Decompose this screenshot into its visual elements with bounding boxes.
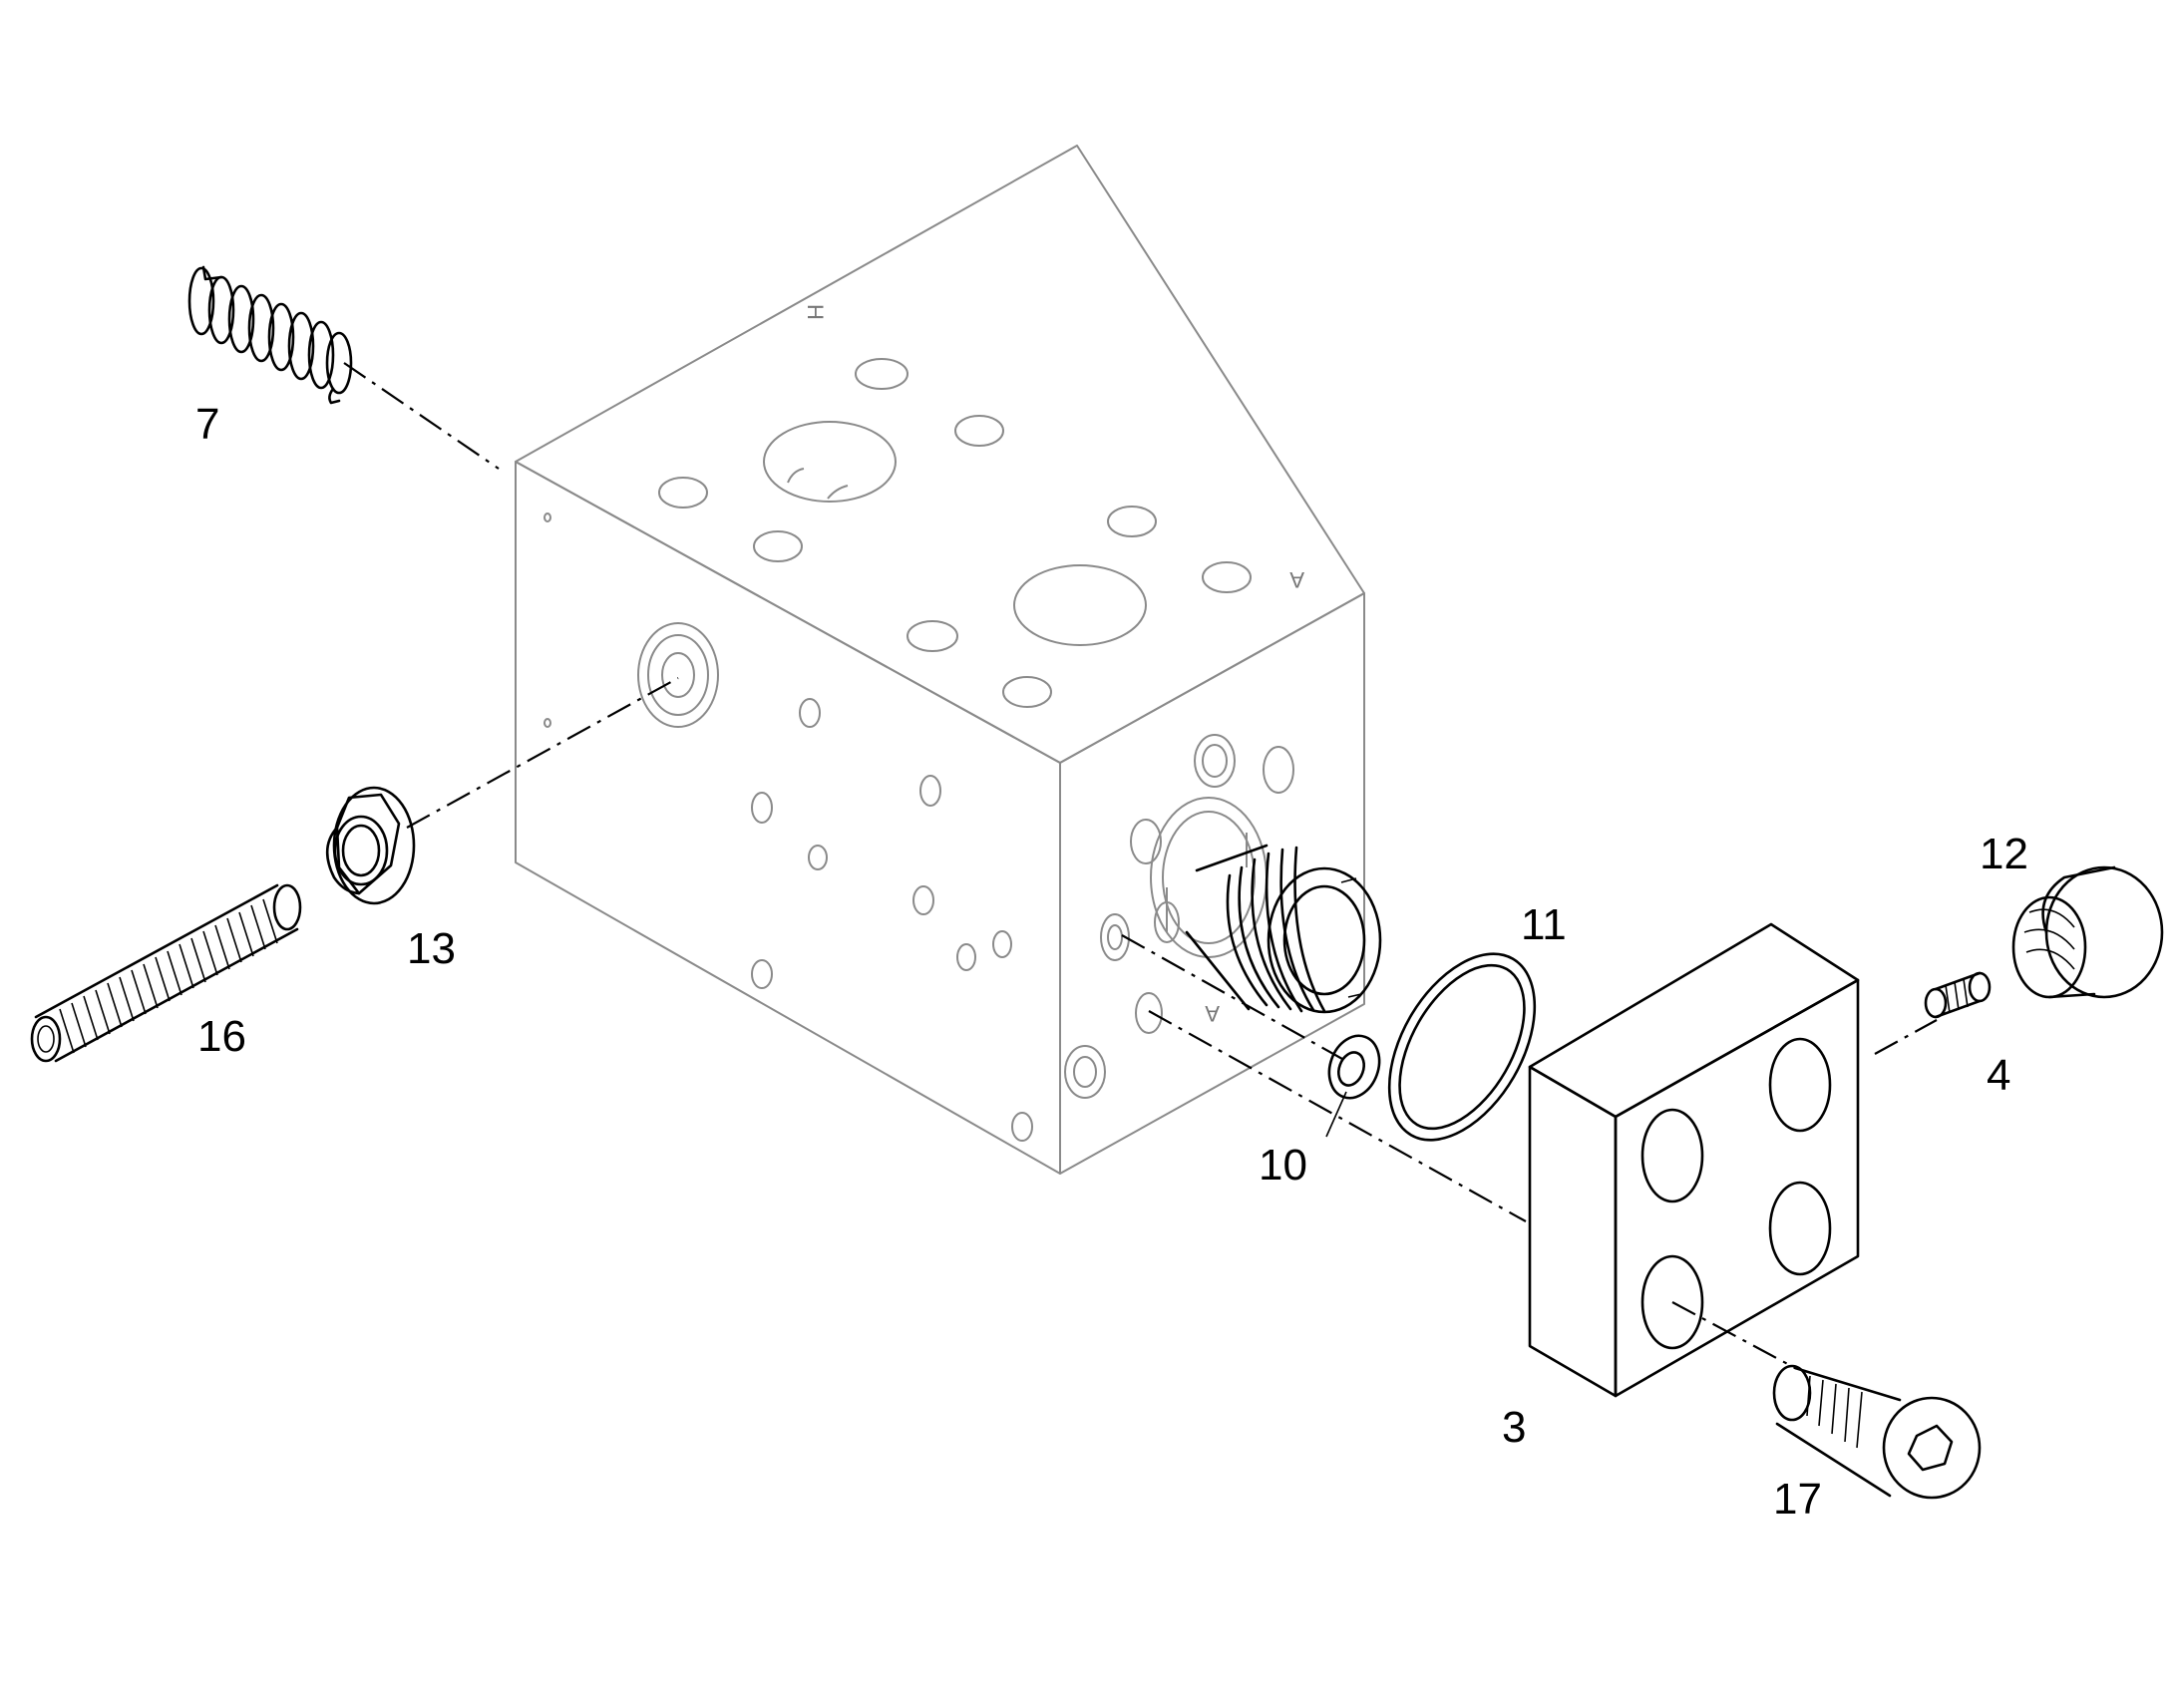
hex-nut-part [325,786,416,905]
leader-line-10 [1325,1091,1347,1138]
o-ring-part [1387,952,1537,1142]
assembly-centerlines [343,362,1938,1369]
callout-13: 13 [407,924,456,973]
callout-16: 16 [197,1012,246,1061]
spring-part [187,265,353,405]
port-a-side-mark: A [1205,1001,1220,1026]
washer-part [1327,1034,1381,1100]
set-screw-part [1924,971,1992,1019]
plug-part [2011,865,2164,999]
valve-cartridge [1185,844,1382,1014]
callout-17: 17 [1773,1475,1822,1524]
threaded-rod-part [30,883,302,1063]
cover-plate-part [1528,922,1860,1398]
callout-4: 4 [1987,1051,2010,1100]
cap-screw-part [1772,1364,1982,1500]
callout-3: 3 [1502,1403,1526,1452]
port-h-mark: H [803,304,828,320]
callout-11: 11 [1521,900,1567,949]
valve-block-housing: H A A [515,145,1365,1175]
callout-7: 7 [195,400,219,449]
port-a-top-mark: A [1289,567,1304,592]
callout-12: 12 [1980,830,2028,878]
callout-10: 10 [1259,1141,1307,1190]
